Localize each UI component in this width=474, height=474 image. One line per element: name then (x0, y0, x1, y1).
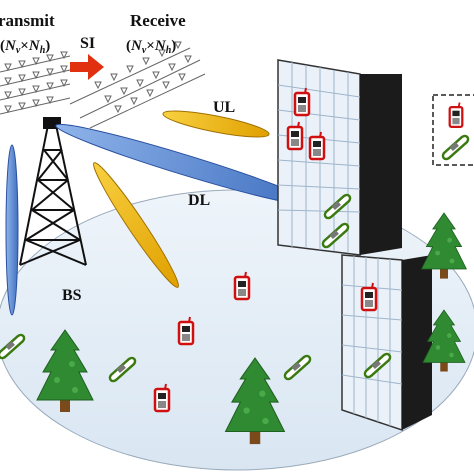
building-icon-2 (341, 254, 432, 432)
transmit-dims: (Nv×Nh) (0, 38, 50, 56)
mobile-phone-icon (360, 281, 378, 312)
mobile-phone-icon (153, 382, 171, 413)
base-station-tower-icon (19, 117, 87, 266)
si-label: SI (80, 35, 95, 52)
transmit-title: ransmit (0, 11, 55, 30)
receive-antenna-array-icon (69, 41, 206, 129)
mobile-phone-icon (308, 130, 326, 161)
mobile-phone-icon (448, 101, 464, 129)
receive-dims: (Nv×Nh) (126, 38, 176, 56)
si-arrow (70, 54, 104, 80)
mobile-phone-icon (293, 86, 311, 117)
dl-beam-left (5, 144, 19, 316)
dl-label: DL (188, 192, 210, 209)
transmit-antenna-array-icon (0, 51, 71, 115)
ul-beam-lower (93, 162, 179, 288)
bs-label: BS (62, 287, 82, 304)
mobile-phone-icon (233, 270, 251, 301)
ul-label: UL (213, 99, 235, 116)
ul-beam (162, 110, 270, 138)
tree-icon (421, 212, 467, 280)
receive-title: Receive (130, 11, 186, 30)
mobile-phone-icon (286, 120, 304, 151)
mobile-phone-icon (177, 315, 195, 346)
